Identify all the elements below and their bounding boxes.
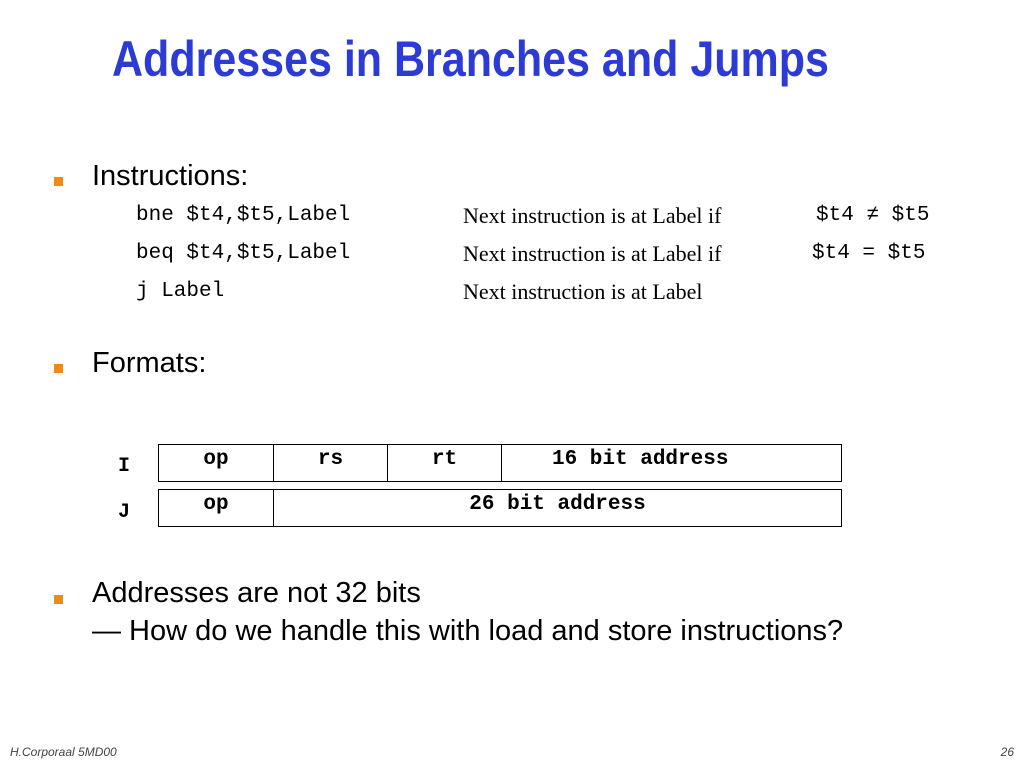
bullet-formats: Formats: [92, 347, 207, 379]
instruction-cond: $t4 = $t5 [812, 242, 926, 265]
instruction-code: bne $t4,$t5,Label [136, 204, 351, 227]
bullet-instructions: Instructions: [92, 160, 249, 192]
bullet-marker [54, 595, 63, 604]
bullet-marker [54, 177, 63, 186]
format-i-box: op rs rt 16 bit address [158, 444, 842, 482]
field-rt: rt [388, 445, 502, 481]
bullet-addresses-subline: — How do we handle this with load and st… [92, 615, 844, 647]
field-rs: rs [274, 445, 388, 481]
format-label-i: I [118, 455, 131, 478]
field-op: op [159, 490, 274, 526]
field-address: 16 bit address [552, 448, 729, 471]
field-op: op [159, 445, 274, 481]
slide-title: Addresses in Branches and Jumps [112, 31, 829, 87]
footer-author: H.Corporaal 5MD00 [10, 745, 117, 759]
instruction-desc: Next instruction is at Label if [463, 203, 722, 228]
instruction-code: j Label [136, 280, 225, 303]
bullet-addresses: Addresses are not 32 bits [92, 577, 421, 609]
field-address: 26 bit address [469, 493, 646, 516]
instruction-cond: $t4 ≠ $t5 [816, 204, 930, 227]
instruction-desc: Next instruction is at Label [463, 279, 703, 304]
instruction-desc: Next instruction is at Label if [463, 241, 722, 266]
format-label-j: J [118, 501, 131, 524]
instruction-code: beq $t4,$t5,Label [136, 242, 351, 265]
format-j-box: op 26 bit address [158, 489, 842, 527]
page-number: 26 [1000, 745, 1014, 759]
bullet-marker [54, 364, 63, 373]
